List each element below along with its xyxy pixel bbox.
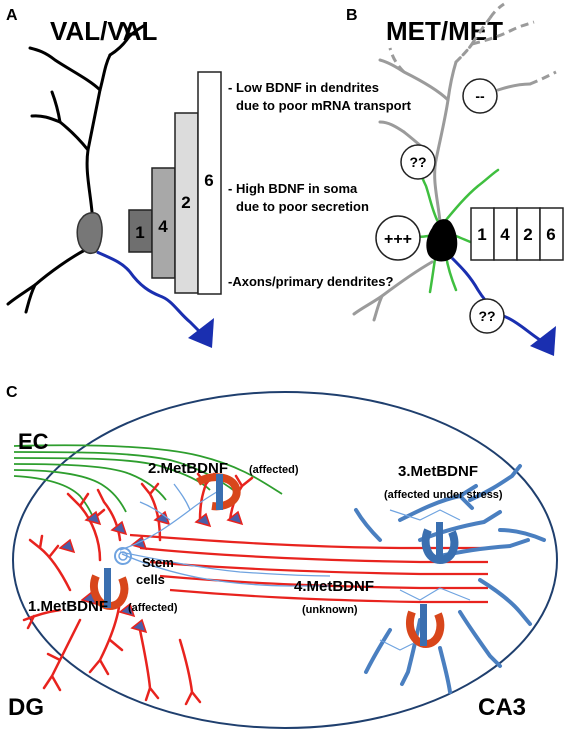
val-note-4: due to poor secretion <box>236 199 369 214</box>
val-bar-label-6: 6 <box>204 171 213 190</box>
val-note-3: - High BDNF in soma <box>228 181 358 196</box>
met-boxes: 1 4 2 6 <box>470 207 564 261</box>
dg-label: DG <box>8 694 44 721</box>
mossy-fibers <box>129 533 488 604</box>
stem-cells-label-1: Stem <box>142 555 174 570</box>
val-bar-label-2: 2 <box>181 193 190 212</box>
met-circle-minus <box>462 78 498 114</box>
met-circle-plus-label: +++ <box>384 231 412 248</box>
val-notes: - Low BDNF in dendrites due to poor mRNA… <box>228 80 412 289</box>
metbdnf-4-label: 4.MetBDNF <box>294 578 374 595</box>
metbdnf-2-sub: (affected) <box>249 464 299 476</box>
hippocampus-outline <box>12 391 558 729</box>
ca3-fine-processes <box>379 509 471 651</box>
met-circle-question-bottom <box>469 298 505 334</box>
ca3-label: CA3 <box>478 694 526 721</box>
clip-2 <box>196 473 241 511</box>
met-circles: -- ?? +++ ?? <box>375 78 505 334</box>
val-bar-label-4: 4 <box>158 217 168 236</box>
ec-label: EC <box>18 429 49 454</box>
panel-b: B MET/MET <box>346 2 564 356</box>
metbdnf-1-label: 1.MetBDNF <box>28 598 108 615</box>
met-box-label-2: 2 <box>523 225 532 244</box>
val-note-5: -Axons/primary dendrites? <box>228 274 393 289</box>
met-circle-minus-label: -- <box>475 88 485 104</box>
metbdnf-4-sub: (unknown) <box>302 604 358 616</box>
metbdnf-3-sub: (affected under stress) <box>384 489 503 501</box>
met-circle-question-top <box>400 144 436 180</box>
stem-cell-processes <box>119 483 331 587</box>
panel-a-title: VAL/VAL <box>50 16 157 46</box>
panel-b-letter: B <box>346 7 358 24</box>
met-box-label-4: 4 <box>500 225 510 244</box>
panel-b-title: MET/MET <box>386 16 503 46</box>
val-note-2: due to poor mRNA transport <box>236 98 412 113</box>
val-axon <box>96 250 202 334</box>
val-note-1: - Low BDNF in dendrites <box>228 80 379 95</box>
panel-c: C <box>6 384 558 729</box>
clip-3 <box>421 522 459 565</box>
dg-somas <box>58 510 244 634</box>
panel-c-letter: C <box>6 384 18 401</box>
stem-cell-cluster <box>114 547 132 565</box>
met-box-label-6: 6 <box>546 225 555 244</box>
met-soma <box>426 219 458 262</box>
metbdnf-2-label: 2.MetBDNF <box>148 460 228 477</box>
panel-a-letter: A <box>6 7 18 24</box>
val-dendrites <box>6 22 147 314</box>
metbdnf-1-sub: (affected) <box>128 602 178 614</box>
val-bar-label-1: 1 <box>135 223 144 242</box>
stem-cells-label-2: cells <box>136 572 165 587</box>
met-circle-plus <box>375 215 421 261</box>
stem-cell-inner <box>118 551 128 561</box>
panel-a: A VAL/VAL 1 4 2 6 <box>6 7 412 348</box>
clip-1 <box>89 568 129 611</box>
val-bar-6 <box>197 71 222 295</box>
val-axon-terminal <box>188 318 214 348</box>
met-axon-terminal <box>530 326 556 356</box>
met-dendrites <box>352 42 532 322</box>
met-box-6 <box>539 207 564 261</box>
val-soma <box>76 212 103 254</box>
clip-4 <box>405 604 445 649</box>
metbdnf-3-label: 3.MetBDNF <box>398 463 478 480</box>
met-circle-question-top-label: ?? <box>409 154 426 170</box>
met-circle-question-bottom-label: ?? <box>478 308 495 324</box>
val-bars: 1 4 2 6 <box>128 71 222 295</box>
ec-fibers <box>13 444 283 521</box>
met-dendrites-dashed <box>388 2 557 86</box>
met-box-label-1: 1 <box>477 225 486 244</box>
